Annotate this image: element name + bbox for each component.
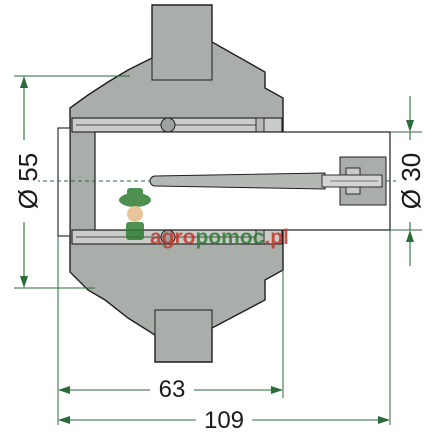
shaft-key	[149, 172, 326, 190]
watermark-middle: pomoc	[196, 226, 265, 249]
dim-30-label-bg	[396, 140, 424, 222]
dim-55-label: Ø 55	[13, 153, 43, 209]
dim-109-label: 109	[204, 407, 244, 434]
watermark-prefix: agro	[150, 226, 196, 249]
dim-109-arrow-right	[378, 416, 390, 424]
dim-109-arrow-left	[58, 416, 70, 424]
bearing-pin-upper	[160, 117, 176, 133]
dim-63-arrow-right	[271, 386, 283, 394]
watermark-mascot	[119, 188, 151, 240]
dim-109-label-bg	[196, 405, 252, 429]
flange-collar-left	[57, 127, 71, 237]
dim-63-arrow-left	[58, 386, 70, 394]
bearing-bar-upper-end	[255, 117, 265, 133]
flange-shoulder-upper	[151, 42, 213, 81]
watermark-suffix: .pl	[264, 226, 289, 249]
watermark-text: agropomoc.pl	[150, 226, 289, 249]
dim-55-arrow-top	[20, 76, 28, 88]
dim-63-label-bg	[150, 376, 194, 398]
dim-55-label-bg	[10, 140, 38, 222]
dim-30-label: Ø 30	[396, 153, 426, 209]
dim-30-arrow-top	[406, 120, 414, 132]
flange-shoulder-lower	[154, 309, 213, 335]
dim-55-arrow-bottom	[20, 276, 28, 288]
dim-63-label: 63	[159, 376, 186, 403]
dim-30-arrow-bottom	[406, 230, 414, 242]
